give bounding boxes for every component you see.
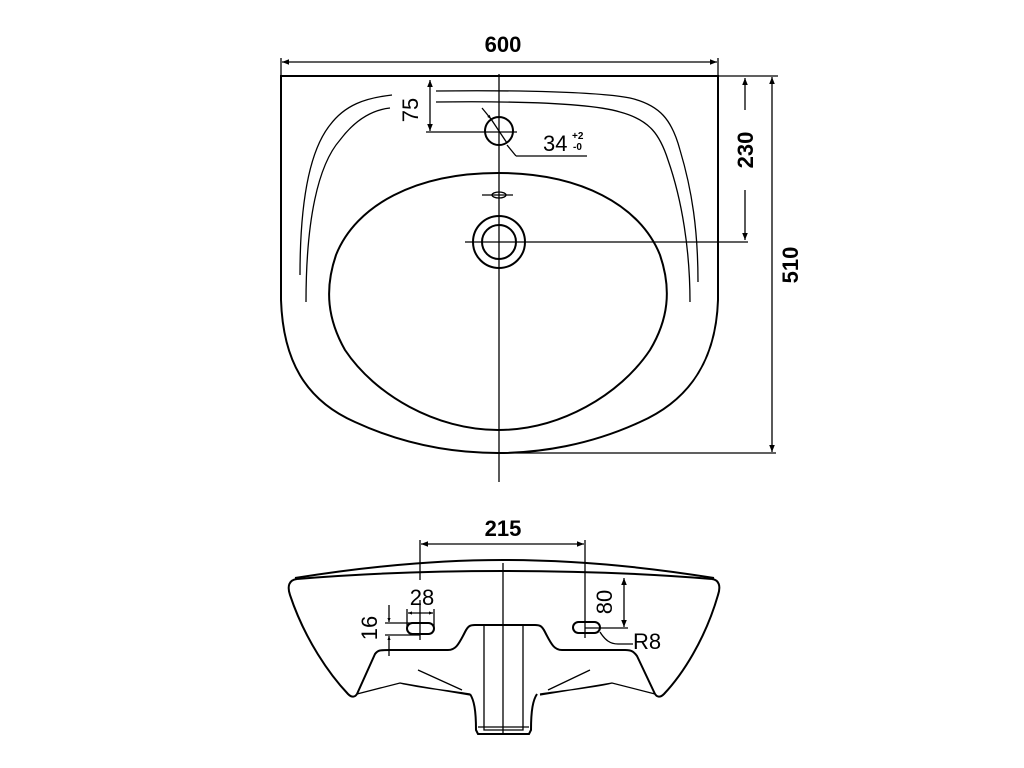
slot-radius-leader [599, 631, 633, 645]
rim-curve-left-outer [299, 94, 393, 276]
tap-hole-tol-lower: -0 [573, 142, 582, 153]
tap-hole-tol-upper: +2 [572, 131, 584, 142]
slot-length-dim-label: 28 [410, 585, 434, 610]
rim-curve-left-inner [305, 107, 391, 303]
tap-hole-leader-b [490, 118, 508, 144]
tap-hole-leader-a [481, 107, 492, 120]
spacing-dim-label: 215 [485, 516, 522, 541]
tap-dim-label: 75 [398, 98, 423, 122]
rim-curve-right-outer [435, 90, 699, 283]
drain-dim-label: 230 [733, 132, 758, 169]
top-view: 600 510 230 75 34 +2 -0 [280, 32, 803, 482]
depth-dim-label: 510 [778, 247, 803, 284]
rim-lower [296, 569, 713, 580]
tap-hole [484, 116, 514, 146]
slot-radius-dim-label: R8 [633, 629, 661, 654]
tap-hole-leader-c [506, 144, 517, 157]
front-view: 215 28 16 80 R8 [287, 516, 721, 735]
bowl-outline [328, 171, 668, 432]
width-dim-label: 600 [485, 32, 522, 57]
tap-hole-dim-label: 34 [543, 131, 567, 156]
rim-curve-right-inner [435, 101, 691, 303]
basin-body-outline [287, 578, 721, 698]
rim-top [294, 558, 715, 579]
underside-right [539, 669, 656, 696]
slot-depth-dim-label: 80 [592, 590, 617, 614]
underside-left [356, 669, 471, 696]
slot-height-dim-label: 16 [357, 616, 382, 640]
